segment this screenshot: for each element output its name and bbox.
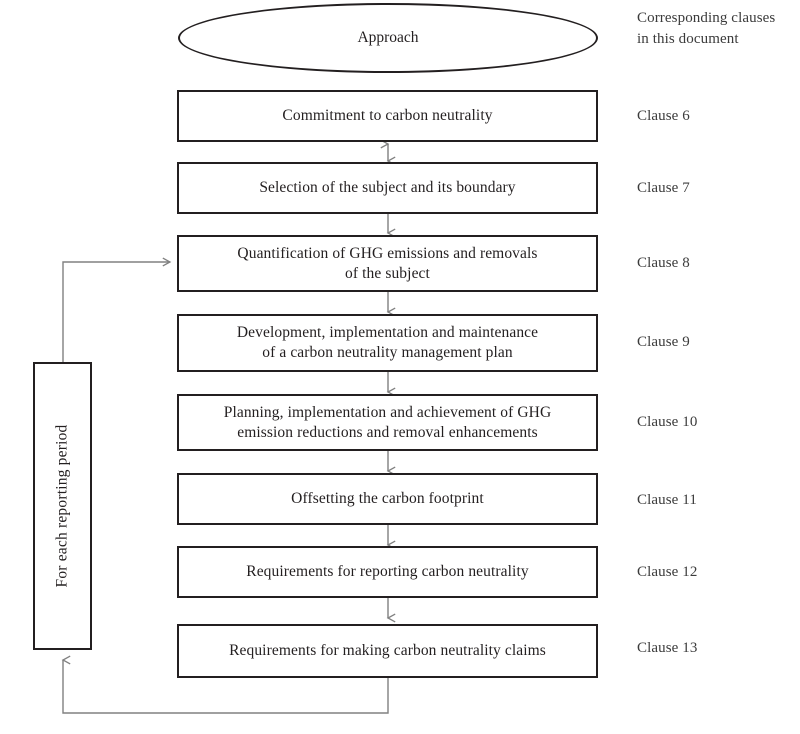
- clause-label-11: Clause 11: [637, 492, 697, 508]
- step-box-reductions: Planning, implementation and achievement…: [177, 394, 598, 451]
- step-label-claims: Requirements for making carbon neutralit…: [229, 642, 546, 660]
- clause-label-12: Clause 12: [637, 564, 698, 580]
- step-label-commitment: Commitment to carbon neutrality: [282, 107, 493, 125]
- step-label-selection: Selection of the subject and its boundar…: [259, 179, 516, 197]
- step-box-claims: Requirements for making carbon neutralit…: [177, 624, 598, 678]
- connector-feedback-upper: [62, 257, 172, 362]
- for-each-reporting-period-box: For each reporting period: [33, 362, 92, 650]
- step-label-reporting: Requirements for reporting carbon neutra…: [246, 563, 529, 581]
- step-label-management-plan: Development, implementation and maintena…: [236, 324, 539, 361]
- clause-label-8: Clause 8: [637, 255, 690, 271]
- approach-ellipse: Approach: [178, 3, 598, 73]
- clause-label-10: Clause 10: [637, 414, 698, 430]
- step-box-quantification: Quantification of GHG emissions and remo…: [177, 235, 598, 292]
- for-each-reporting-period-label: For each reporting period: [53, 424, 71, 588]
- step-box-offsetting: Offsetting the carbon footprint: [177, 473, 598, 525]
- column-header-corresponding-clauses: Corresponding clauses in this document: [637, 10, 776, 48]
- step-label-reductions: Planning, implementation and achievement…: [223, 403, 552, 441]
- step-box-management-plan: Development, implementation and maintena…: [177, 314, 598, 372]
- clause-label-6: Clause 6: [637, 108, 690, 124]
- clause-label-9: Clause 9: [637, 334, 690, 350]
- step-label-offsetting: Offsetting the carbon footprint: [291, 490, 484, 508]
- step-box-commitment: Commitment to carbon neutrality: [177, 90, 598, 142]
- clause-label-13: Clause 13: [637, 640, 698, 656]
- clause-label-7: Clause 7: [637, 180, 690, 196]
- approach-label: Approach: [357, 29, 419, 46]
- step-box-selection: Selection of the subject and its boundar…: [177, 162, 598, 214]
- step-label-quantification: Quantification of GHG emissions and remo…: [237, 244, 538, 282]
- step-box-reporting: Requirements for reporting carbon neutra…: [177, 546, 598, 598]
